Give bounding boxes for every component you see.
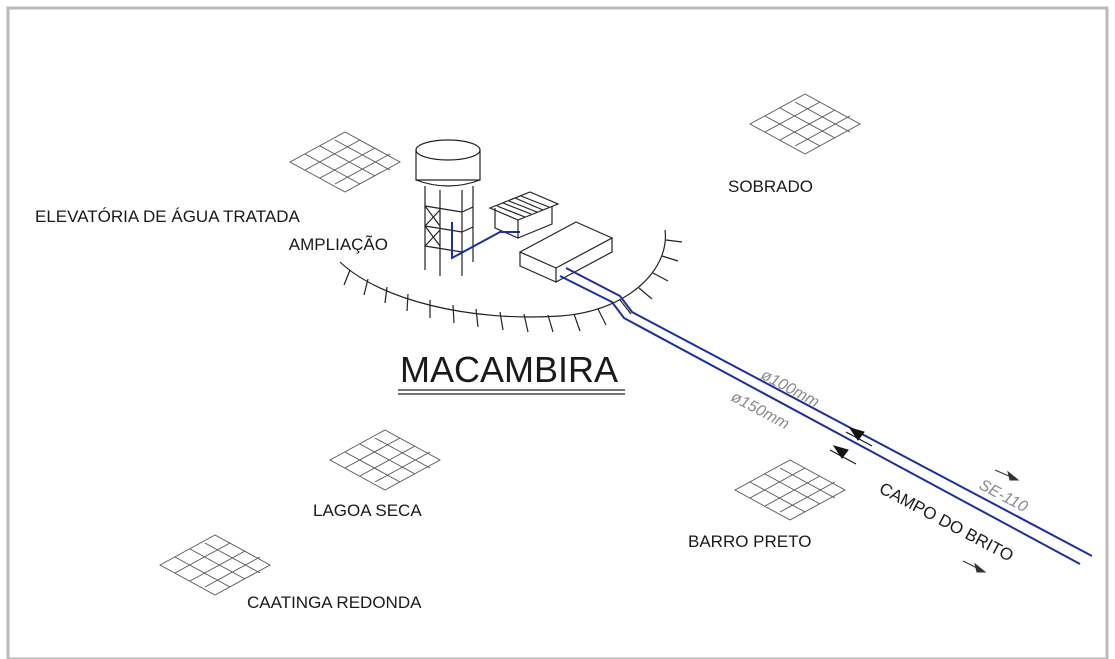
settlement-hatch-elevatoria — [289, 131, 401, 193]
pipeline-100mm — [565, 267, 1093, 557]
embankment-curve — [339, 229, 683, 333]
flow-arrow-icon — [829, 427, 873, 465]
settlement-hatch-sobrado — [749, 93, 861, 155]
frame-border — [6, 6, 1109, 659]
highway-label: SE-110 — [976, 477, 1030, 517]
settlement-hatch-lagoa-seca — [329, 429, 441, 491]
sobrado-label: SOBRADO — [728, 177, 813, 196]
station-label-line2: AMPLIAÇÃO — [289, 235, 388, 254]
station-label-line1: ELEVATÓRIA DE ÁGUA TRATADA — [35, 207, 300, 226]
caatinga-redonda-label: CAATINGA REDONDA — [247, 593, 422, 612]
pipeline-tower-link — [451, 222, 520, 260]
barro-preto-label: BARRO PRETO — [688, 532, 811, 551]
lagoa-seca-label: LAGOA SECA — [313, 501, 422, 520]
water-tower-icon — [415, 139, 481, 276]
pipe-150-label: ø150mm — [728, 389, 792, 434]
town-label: MACAMBIRA — [400, 349, 618, 390]
town-title: MACAMBIRA — [398, 349, 625, 395]
pipeline-150mm — [559, 275, 1081, 565]
settlement-hatch-caatinga — [159, 534, 271, 596]
settlement-hatch-barro-preto — [734, 459, 846, 521]
pump-house-icon — [488, 191, 560, 239]
highway-arrow-icon — [962, 469, 1020, 573]
